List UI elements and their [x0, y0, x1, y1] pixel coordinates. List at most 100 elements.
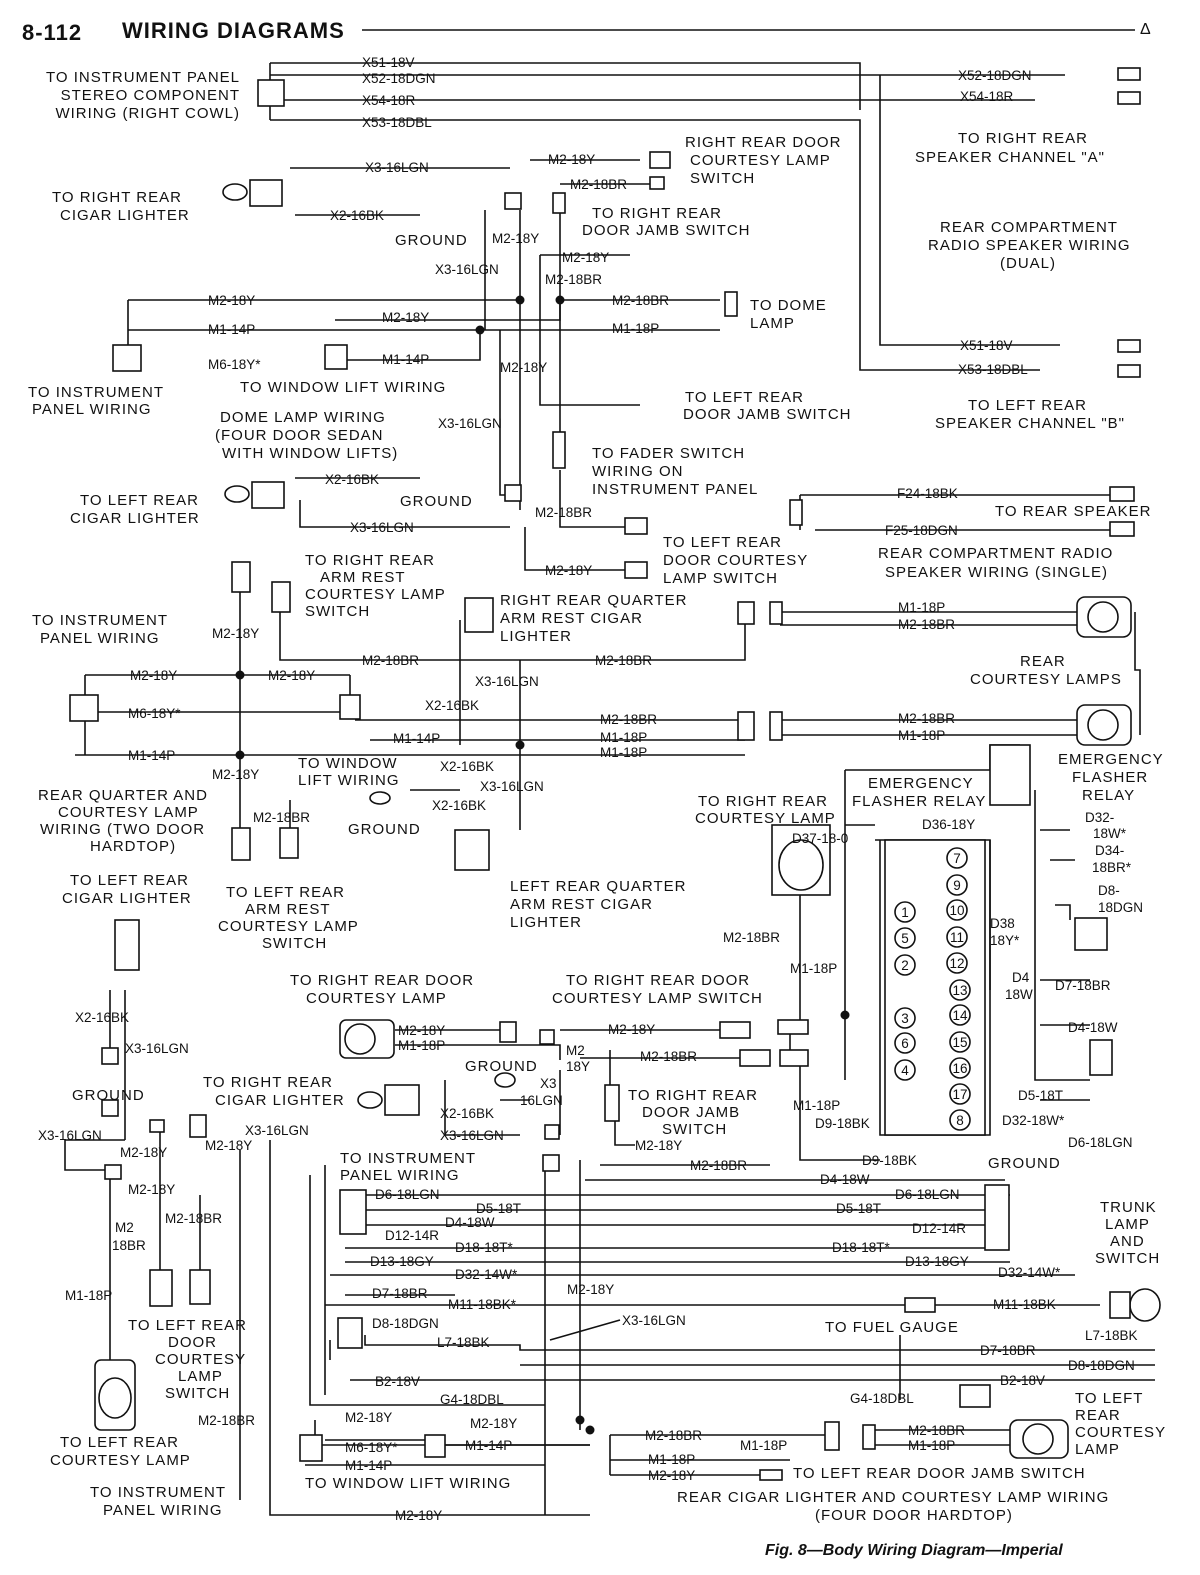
wire-label: 18Y: [566, 1059, 590, 1074]
relay-pin-number: 9: [953, 878, 961, 893]
wire-label: M2-18Y: [212, 767, 259, 782]
wire-label: M6-18Y*: [345, 1440, 398, 1455]
label-line: TO FADER SWITCH: [592, 445, 745, 462]
label-rear-speaker: TO REAR SPEAKER: [995, 503, 1151, 520]
label-line: SWITCH: [690, 170, 755, 187]
wire-label: X51-18V: [960, 338, 1013, 353]
relay-pin-number: 1: [901, 905, 909, 920]
wire-label: M1-18P: [65, 1288, 112, 1303]
label-line: EMERGENCY: [868, 775, 974, 792]
wire-label: D12-14R: [912, 1221, 966, 1236]
wire-label: X2-16BK: [425, 698, 479, 713]
label-ground: GROUND: [395, 232, 468, 249]
label-line: CIGAR LIGHTER: [60, 207, 190, 224]
wire-label: D8-18DGN: [1068, 1358, 1135, 1373]
label-line: SWITCH: [165, 1385, 230, 1402]
wire-label: M2-18BR: [723, 930, 780, 945]
wire-label: M2-18Y: [205, 1138, 252, 1153]
wire-label: M1-14P: [465, 1438, 512, 1453]
label-line: STEREO COMPONENT: [61, 87, 240, 104]
wire-label: M2-18Y: [470, 1416, 517, 1431]
wire-label: M2-18Y: [500, 360, 547, 375]
wire-label: M2: [566, 1043, 585, 1058]
label-line: LAMP SWITCH: [663, 570, 778, 587]
label-line: DOOR JAMB SWITCH: [582, 222, 751, 239]
wire-label: M2-18BR: [690, 1158, 747, 1173]
wire-label: M2-18Y: [567, 1282, 614, 1297]
wire-label: M11-18BK*: [448, 1297, 517, 1312]
wire-label: M2-18Y: [398, 1023, 445, 1038]
label-line: FLASHER RELAY: [852, 793, 986, 810]
wire-lines: [64, 62, 1155, 1516]
wire-label: M2-18BR: [640, 1049, 697, 1064]
wire-label: X3-16LGN: [480, 779, 544, 794]
label-line: (DUAL): [1000, 255, 1056, 272]
wire-label: M1-14P: [345, 1458, 392, 1473]
wire-label: D6-18LGN: [895, 1187, 960, 1202]
wire-label: X3-16LGN: [365, 160, 429, 175]
wire-label: D7-18BR: [980, 1343, 1036, 1358]
label-line: TO RIGHT REAR: [958, 130, 1088, 147]
wire-label: M1-18P: [612, 321, 659, 336]
wire-label: 18W*: [1093, 826, 1127, 841]
relay-pin: 13: [949, 979, 971, 1001]
wire-label: D7-18BR: [372, 1286, 428, 1301]
wire-label: X3-16LGN: [440, 1128, 504, 1143]
label-line: COURTESY LAMP SWITCH: [552, 990, 763, 1007]
relay-pin-number: 14: [952, 1008, 968, 1023]
label-line: TO LEFT REAR: [128, 1317, 247, 1334]
relay-pin-number: 13: [952, 983, 967, 998]
label-ground: GROUND: [400, 493, 473, 510]
label-line: TO LEFT REAR: [70, 872, 189, 889]
label-line: AND: [1110, 1233, 1145, 1250]
wire-label: D4-18W: [820, 1172, 870, 1187]
label-line: CIGAR LIGHTER: [215, 1092, 345, 1109]
label-window-lift: TO WINDOW LIFT WIRING: [305, 1475, 511, 1492]
wire-label: M2-18BR: [898, 617, 955, 632]
wire-label: D32-18W*: [1002, 1113, 1065, 1128]
wire-label: X54-18R: [960, 89, 1014, 104]
label-ground: GROUND: [348, 821, 421, 838]
wire-label: 18Y*: [990, 933, 1020, 948]
label-line: REAR: [1075, 1407, 1121, 1424]
relay-pin-number: 12: [949, 956, 964, 971]
label-line: PANEL WIRING: [32, 401, 152, 418]
label-line: COURTESY LAMP: [306, 990, 447, 1007]
label-line: TO RIGHT REAR: [628, 1087, 758, 1104]
corner-mark: Δ: [1140, 21, 1151, 38]
wire-label: D8-18DGN: [372, 1316, 439, 1331]
wire-label: X52-18DGN: [362, 71, 436, 86]
label-ip-stereo: TO INSTRUMENT PANEL STEREO COMPONENT WIR…: [46, 69, 240, 122]
wire-label: M2-18BR: [362, 653, 419, 668]
label-line: CIGAR LIGHTER: [70, 510, 200, 527]
wire-label: M2-18BR: [612, 293, 669, 308]
label-lr-door-jamb: TO LEFT REAR DOOR JAMB SWITCH: [793, 1465, 1086, 1482]
label-line: LIFT WIRING: [298, 772, 400, 789]
relay-pin: 12: [946, 952, 968, 974]
page-number: 8-112: [22, 20, 82, 45]
label-line: TO INSTRUMENT PANEL: [46, 69, 240, 86]
relay-pin-number: 3: [901, 1011, 909, 1026]
label-line: COURTESY LAMP: [305, 586, 446, 603]
label-line: TO RIGHT REAR: [305, 552, 435, 569]
label-line: WITH WINDOW LIFTS): [222, 445, 398, 462]
wire-label: M2-18Y: [382, 310, 429, 325]
wire-label: X3-16LGN: [350, 520, 414, 535]
wire-label: M1-18P: [898, 728, 945, 743]
wire-label: M2: [115, 1220, 134, 1235]
label-line: LIGHTER: [510, 914, 582, 931]
wire-label: D18-18T*: [455, 1240, 514, 1255]
label-line: PANEL WIRING: [40, 630, 160, 647]
label-line: TO RIGHT REAR: [698, 793, 828, 810]
relay-pin: 4: [894, 1059, 916, 1081]
label-line: ARM REST CIGAR: [510, 896, 653, 913]
label-line: REAR: [1020, 653, 1066, 670]
relay-pin: 15: [949, 1031, 971, 1053]
wire-label: D32-14W*: [998, 1265, 1061, 1280]
label-line: REAR COMPARTMENT: [940, 219, 1118, 236]
wire-label: D4-18W: [1068, 1020, 1118, 1035]
wire-label: M1-14P: [128, 748, 175, 763]
wire-label: M2-18Y: [120, 1145, 167, 1160]
label-line: TO RIGHT REAR: [52, 189, 182, 206]
label-line: TO DOME: [750, 297, 827, 314]
